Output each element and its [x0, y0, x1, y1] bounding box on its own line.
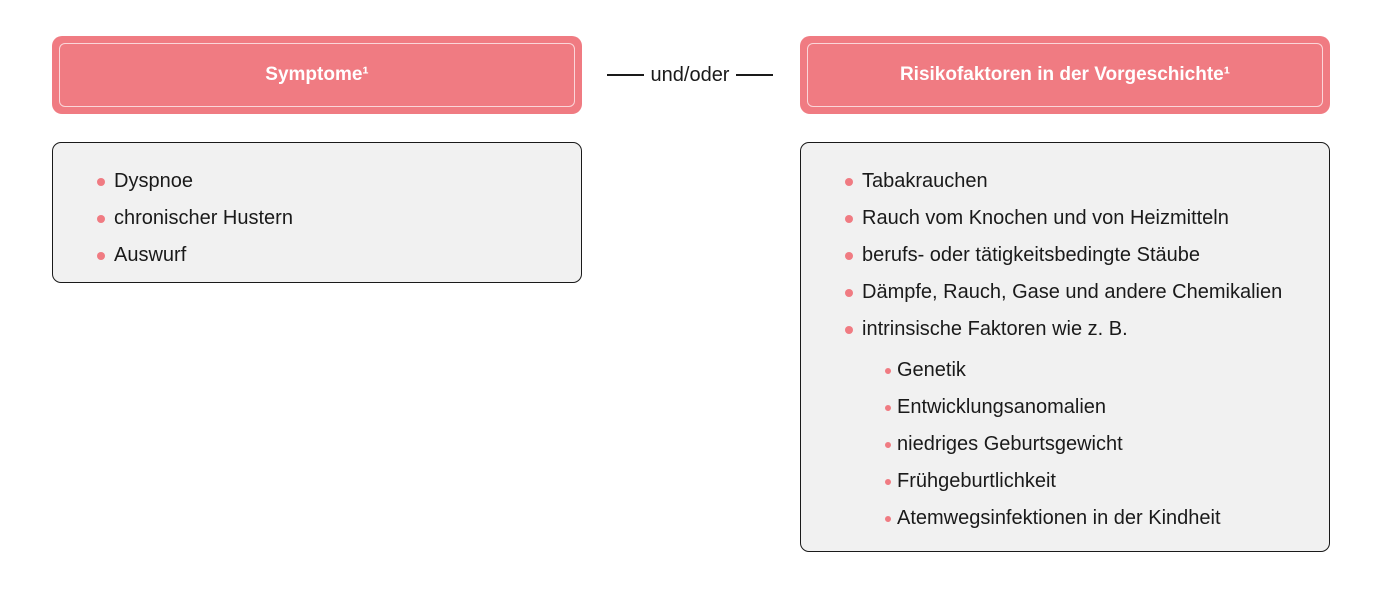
bullet-icon — [97, 252, 105, 260]
connector-line-right — [736, 74, 774, 76]
connector: und/oder — [600, 63, 780, 87]
bullet-icon — [845, 326, 853, 334]
connector-line-left — [606, 74, 644, 76]
sublist-item-label: niedriges Geburtsgewicht — [897, 433, 1123, 455]
bullet-icon — [97, 215, 105, 223]
symptoms-box: Dyspnoe chronischer Hustern Auswurf — [52, 142, 582, 283]
symptoms-list: Dyspnoe chronischer Hustern Auswurf — [97, 163, 293, 274]
sublist-item-label: Genetik — [897, 359, 966, 381]
list-item: berufs- oder tätigkeitsbedingte Stäube — [845, 237, 1282, 274]
bullet-icon — [845, 252, 853, 260]
symptoms-title: Symptome¹ — [59, 43, 575, 107]
symptoms-header: Symptome¹ — [52, 36, 582, 114]
risk-factors-title: Risikofaktoren in der Vorgeschichte¹ — [807, 43, 1323, 107]
bullet-icon — [845, 215, 853, 223]
list-item: Dyspnoe — [97, 163, 293, 200]
list-item-label: chronischer Hustern — [114, 207, 293, 229]
risk-factors-box: Tabakrauchen Rauch vom Knochen und von H… — [800, 142, 1330, 552]
bullet-icon — [885, 368, 891, 374]
intrinsic-factors-sublist: Genetik Entwicklungsanomalien niedriges … — [885, 352, 1221, 537]
sublist-item: Entwicklungsanomalien — [885, 389, 1221, 426]
list-item-label: berufs- oder tätigkeitsbedingte Stäube — [862, 244, 1200, 266]
list-item: Rauch vom Knochen und von Heizmitteln — [845, 200, 1282, 237]
bullet-icon — [885, 405, 891, 411]
sublist-item: Genetik — [885, 352, 1221, 389]
list-item-label: Dyspnoe — [114, 170, 193, 192]
sublist-item-label: Frühgeburtlichkeit — [897, 470, 1056, 492]
bullet-icon — [845, 289, 853, 297]
bullet-icon — [885, 442, 891, 448]
bullet-icon — [845, 178, 853, 186]
risk-factors-header: Risikofaktoren in der Vorgeschichte¹ — [800, 36, 1330, 114]
sublist-item: Atemwegsinfektionen in der Kindheit — [885, 500, 1221, 537]
list-item: chronischer Hustern — [97, 200, 293, 237]
list-item: intrinsische Faktoren wie z. B. — [845, 311, 1282, 348]
list-item-label: Auswurf — [114, 244, 187, 266]
bullet-icon — [885, 516, 891, 522]
list-item-label: intrinsische Faktoren wie z. B. — [862, 318, 1128, 340]
risk-factors-list: Tabakrauchen Rauch vom Knochen und von H… — [845, 163, 1282, 348]
list-item: Auswurf — [97, 237, 293, 274]
connector-label: und/oder — [650, 63, 730, 86]
bullet-icon — [885, 479, 891, 485]
list-item-label: Rauch vom Knochen und von Heizmitteln — [862, 207, 1229, 229]
bullet-icon — [97, 178, 105, 186]
list-item: Tabakrauchen — [845, 163, 1282, 200]
sublist-item: Frühgeburtlichkeit — [885, 463, 1221, 500]
sublist-item-label: Entwicklungsanomalien — [897, 396, 1107, 418]
sublist-item-label: Atemwegsinfektionen in der Kindheit — [897, 507, 1221, 529]
list-item-label: Tabakrauchen — [862, 170, 988, 192]
list-item: Dämpfe, Rauch, Gase und andere Chemikali… — [845, 274, 1282, 311]
sublist-item: niedriges Geburtsgewicht — [885, 426, 1221, 463]
list-item-label: Dämpfe, Rauch, Gase und andere Chemikali… — [862, 281, 1283, 303]
